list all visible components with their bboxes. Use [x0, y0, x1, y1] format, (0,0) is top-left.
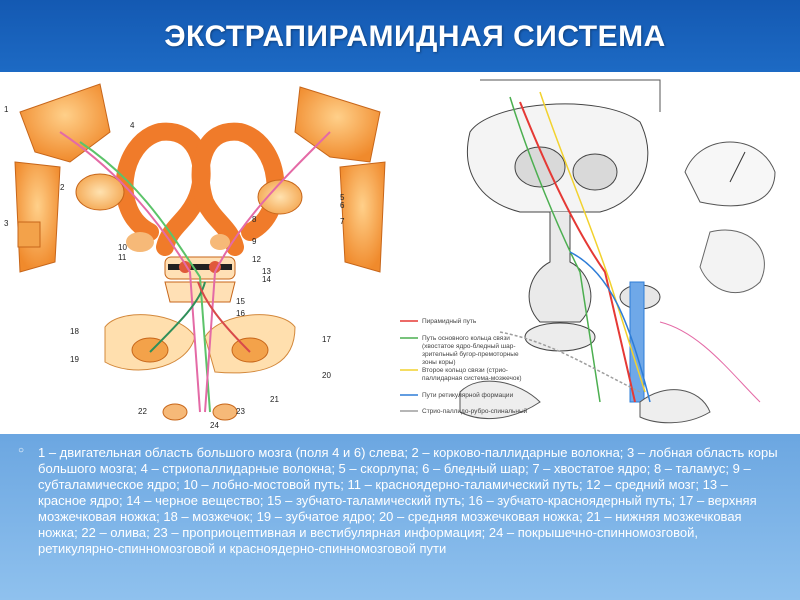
label-8: 8	[252, 215, 257, 224]
label-22: 22	[138, 407, 147, 416]
label-7: 7	[340, 217, 345, 226]
label-4: 4	[130, 121, 135, 130]
header-bar: ЭКСТРАПИРАМИДНАЯ СИСТЕМА	[0, 0, 800, 72]
label-12: 12	[252, 255, 261, 264]
legend-item-5: Второе кольцо связи (стрио-	[422, 367, 508, 374]
label-2: 2	[60, 183, 65, 192]
legend-item-6: паллидарная система-мозжечок)	[422, 375, 522, 382]
label-19: 19	[70, 355, 79, 364]
label-23: 23	[236, 407, 245, 416]
label-3: 3	[4, 219, 9, 228]
label-16: 16	[236, 309, 245, 318]
extrapyramidal-diagram-right: Пирамидный путь Путь основного кольца св…	[400, 79, 776, 424]
label-14: 14	[262, 275, 271, 284]
label-17: 17	[322, 335, 331, 344]
caption-block: ○ 1 – двигательная область большого мозг…	[18, 445, 778, 557]
label-5: 5	[340, 193, 345, 202]
legend: Пирамидный путь Путь основного кольца св…	[400, 317, 528, 415]
legend-item-2: (хвостатое ядро-бледный шар-	[422, 342, 515, 350]
legend-item-3: зрительный бугор-премоторные	[422, 350, 519, 358]
label-24: 24	[210, 421, 219, 430]
label-15: 15	[236, 297, 245, 306]
legend-item-0: Пирамидный путь	[422, 317, 477, 325]
label-13: 13	[262, 267, 271, 276]
label-21: 21	[270, 395, 279, 404]
legend-item-8: Стрио-паллидо-рубро-спинальный	[422, 407, 528, 415]
label-20: 20	[322, 371, 331, 380]
legend-item-7: Пути ретикулярной формации	[422, 391, 514, 399]
extrapyramidal-diagram-left: 1 2 3 4 5 6 7 8 9 10 11 12 13 14 15 16 1…	[4, 83, 386, 430]
label-18: 18	[70, 327, 79, 336]
legend-item-1: Путь основного кольца связи	[422, 335, 510, 342]
label-9: 9	[252, 237, 257, 246]
label-6: 6	[340, 201, 345, 210]
page-title: ЭКСТРАПИРАМИДНАЯ СИСТЕМА	[164, 20, 666, 53]
bullet-icon: ○	[18, 445, 25, 456]
label-11: 11	[118, 253, 127, 262]
caption-text: 1 – двигательная область большого мозга …	[38, 445, 778, 556]
legend-item-4: зоны коры)	[422, 359, 456, 366]
label-10: 10	[118, 243, 127, 252]
label-1: 1	[4, 105, 9, 114]
diagram-panel: 1 2 3 4 5 6 7 8 9 10 11 12 13 14 15 16 1…	[0, 72, 800, 434]
